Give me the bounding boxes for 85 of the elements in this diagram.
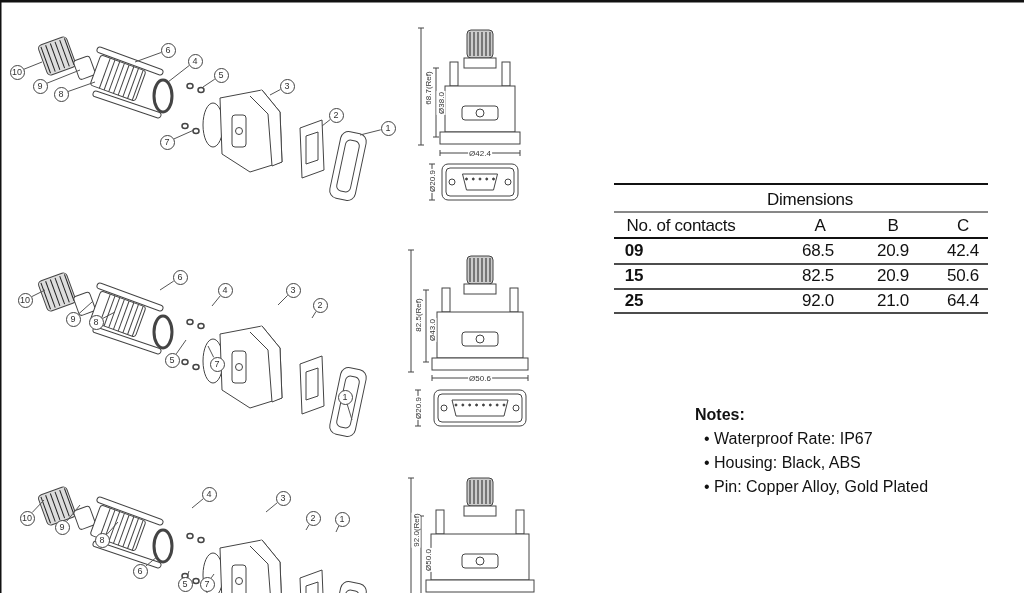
table-value: 21.0 xyxy=(877,291,909,311)
leader-line xyxy=(173,129,195,140)
table-value: 92.0 xyxy=(802,291,834,311)
table-value: 15 xyxy=(624,266,644,286)
dimension-value: 92.0(Ref) xyxy=(411,512,421,548)
leader-line xyxy=(167,65,190,83)
leader-line xyxy=(175,339,187,355)
callout-number: 10 xyxy=(9,64,25,80)
leader-line xyxy=(78,301,93,315)
callout-number: 7 xyxy=(159,134,175,150)
callout-number: 10 xyxy=(17,292,33,308)
leader-line xyxy=(277,294,289,306)
leader-line xyxy=(305,524,310,531)
leader-line xyxy=(207,345,215,358)
leader-line xyxy=(211,295,221,307)
callout-number: 2 xyxy=(312,297,328,313)
leader-line xyxy=(102,311,116,319)
leader-line xyxy=(106,521,119,535)
leader-line xyxy=(210,573,215,579)
leader-line xyxy=(191,498,204,509)
note-text: • Housing: Black, ABS xyxy=(704,454,861,472)
leader-line xyxy=(23,61,43,70)
table-header: No. of contacts xyxy=(626,216,736,236)
leader-line xyxy=(31,289,46,298)
callout-number: 6 xyxy=(172,269,188,285)
table-header: A xyxy=(814,216,826,236)
leader-line xyxy=(346,403,353,421)
table-value: 50.6 xyxy=(947,266,979,286)
callout-number: 3 xyxy=(275,490,291,506)
callout-number: 5 xyxy=(164,352,180,368)
callout-number: 1 xyxy=(380,120,396,136)
leader-line xyxy=(335,525,340,533)
leader-line xyxy=(321,119,331,127)
callout-number: 5 xyxy=(213,67,229,83)
dimension-value: Ø42.4 xyxy=(468,148,492,158)
callout-number: 4 xyxy=(201,486,217,502)
callout-number: 10 xyxy=(19,510,35,526)
leader-line xyxy=(311,310,317,319)
dimension-value: Ø50.6 xyxy=(468,373,492,383)
table-value: 20.9 xyxy=(877,241,909,261)
table-title: Dimensions xyxy=(767,190,853,210)
callout-number: 1 xyxy=(334,511,350,527)
leader-line xyxy=(134,52,162,63)
leader-line xyxy=(202,78,216,88)
table-header: C xyxy=(957,216,969,236)
table-value: 09 xyxy=(624,241,644,261)
callout-number: 3 xyxy=(279,78,295,94)
table-value: 25 xyxy=(624,291,644,311)
table-value: 68.5 xyxy=(802,241,834,261)
leader-line xyxy=(31,499,45,514)
callout-number: 9 xyxy=(65,311,81,327)
dimension-value: Ø38.0 xyxy=(436,91,446,115)
dimension-value: Ø43.0 xyxy=(427,318,437,342)
table-value: 42.4 xyxy=(947,241,979,261)
leader-line xyxy=(159,280,175,291)
leader-line xyxy=(67,81,96,92)
leader-line xyxy=(66,504,81,522)
callout-number: 2 xyxy=(328,107,344,123)
callout-number: 6 xyxy=(132,563,148,579)
leader-line xyxy=(359,129,382,136)
table-value: 64.4 xyxy=(947,291,979,311)
leader-line xyxy=(186,570,190,578)
table-header: B xyxy=(887,216,899,236)
callout-number: 9 xyxy=(32,78,48,94)
callout-number: 6 xyxy=(160,42,176,58)
table-value: 20.9 xyxy=(877,266,909,286)
leader-line xyxy=(265,502,278,513)
leader-line xyxy=(145,555,159,567)
leader-line xyxy=(46,69,81,84)
leader-line xyxy=(269,89,281,96)
callout-number: 2 xyxy=(305,510,321,526)
callout-number: 4 xyxy=(187,53,203,69)
dimension-value: Ø50.0 xyxy=(423,548,433,572)
dimension-value: 82.5(Ref) xyxy=(413,297,423,333)
callout-number: 3 xyxy=(285,282,301,298)
callout-number: 4 xyxy=(217,282,233,298)
callout-number: 8 xyxy=(53,86,69,102)
dimension-value: Ø20.9 xyxy=(427,169,437,193)
notes-heading: Notes: xyxy=(695,406,745,424)
dimension-value: 68.7(Ref) xyxy=(423,70,433,106)
note-text: • Waterproof Rate: IP67 xyxy=(704,430,873,448)
callout-number: 5 xyxy=(177,576,193,592)
dimension-value: Ø20.9 xyxy=(413,396,423,420)
table-value: 82.5 xyxy=(802,266,834,286)
note-text: • Pin: Copper Alloy, Gold Plated xyxy=(704,478,929,496)
